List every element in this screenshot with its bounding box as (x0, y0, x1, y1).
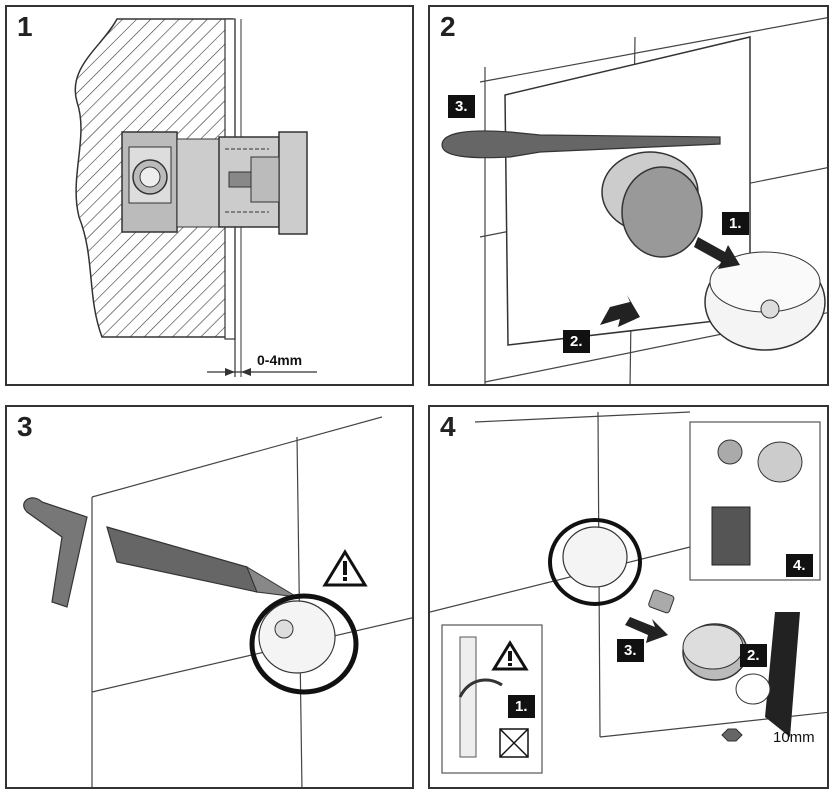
cylinder-cover (621, 166, 703, 258)
panel-1-illustration (74, 18, 317, 377)
dimension-label: 0-4mm (257, 352, 303, 368)
hex-key (765, 612, 800, 737)
protective-cap (278, 131, 308, 235)
rosette-ring (548, 518, 642, 606)
panel-1-number: 1 (17, 11, 33, 42)
panel-3-illustration (23, 416, 412, 787)
panel-2-number: 2 (440, 11, 456, 42)
plug (648, 589, 675, 614)
tile-grid (430, 411, 827, 738)
panel-2-illustration (441, 17, 827, 384)
step-label-1: 1. (722, 212, 749, 235)
caulking-gun-handle (23, 497, 88, 608)
step-label-3: 3. (617, 639, 644, 662)
wrench-size-label: 10mm (773, 729, 815, 746)
step-label-2: 2. (740, 644, 767, 667)
panel-2: 2 1. 2. 3. (428, 5, 829, 386)
step-label-4: 4. (786, 554, 813, 577)
arrow-push (600, 295, 640, 327)
screwdriver (441, 130, 721, 159)
step-label-2: 2. (563, 330, 590, 353)
panel-4-number: 4 (440, 411, 456, 442)
caulking-gun-tube (106, 526, 258, 593)
panel-3-number: 3 (17, 411, 33, 442)
step-label-1: 1. (508, 695, 535, 718)
arrow-remove (625, 617, 668, 643)
tile-grid (91, 416, 412, 787)
arrow-pull (694, 237, 740, 269)
panel-4: 4 1. 2. (428, 405, 829, 789)
panel-4-illustration (430, 411, 827, 774)
step-label-3: 3. (448, 95, 475, 118)
panel-1: 1 0-4mm (5, 5, 414, 386)
panel-3: 3 (5, 405, 414, 789)
sealant-ring (249, 593, 359, 695)
